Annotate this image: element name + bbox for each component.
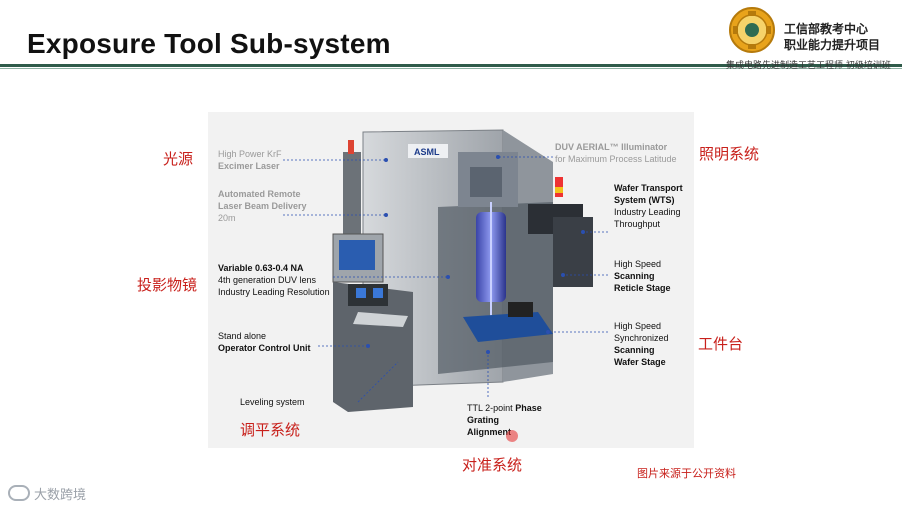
exposure-tool-illustration: ASML [283,129,608,412]
cn-label-leveling: 调平系统 [240,421,301,439]
pointer-cursor-icon [506,430,518,442]
cn-label-workpiece-stage: 工件台 [698,335,744,353]
label-wafer-transport: Wafer Transport System (WTS) Industry Le… [614,183,683,229]
label-leveling: Leveling system [240,397,305,407]
slide-title: Exposure Tool Sub-system [27,28,391,59]
watermark: 大数跨境 [8,484,86,503]
course-name: 集成电路先进制造工艺工程师 初级培训班 [726,61,891,71]
watermark-logo-icon [8,485,30,501]
asml-logo: ASML [414,147,440,157]
cn-label-illumination: 照明系统 [699,145,760,163]
watermark-text: 大数跨境 [34,488,87,503]
label-laser: High Power KrF Excimer Laser [218,149,282,171]
org-logo-icon [729,7,775,53]
label-alignment: TTL 2-point Phase Grating Alignment [467,403,542,437]
cn-label-light-source: 光源 [163,150,194,168]
exposure-tool-figure: ASML [208,112,694,448]
label-operator-control: Stand alone Operator Control Unit [218,331,311,353]
label-reticle-stage: High Speed Scanning Reticle Stage [614,259,671,293]
header-rule-accent [0,68,902,69]
label-projection-lens: Variable 0.63-0.4 NA 4th generation DUV … [218,263,330,297]
cn-label-alignment: 对准系统 [462,456,523,474]
label-illuminator: DUV AERIAL™ Illuminator for Maximum Proc… [555,142,677,164]
image-source-note: 图片来源于公开资料 [637,467,736,480]
label-beam-delivery: Automated Remote Laser Beam Delivery 20m [218,189,307,223]
cn-label-projection-lens: 投影物镜 [137,276,198,294]
label-wafer-stage: High Speed Synchronized Scanning Wafer S… [614,321,669,367]
org-name-line1: 工信部教考中心 [784,22,869,36]
org-name-line2: 职业能力提升项目 [784,38,881,52]
header-rule [0,64,902,67]
